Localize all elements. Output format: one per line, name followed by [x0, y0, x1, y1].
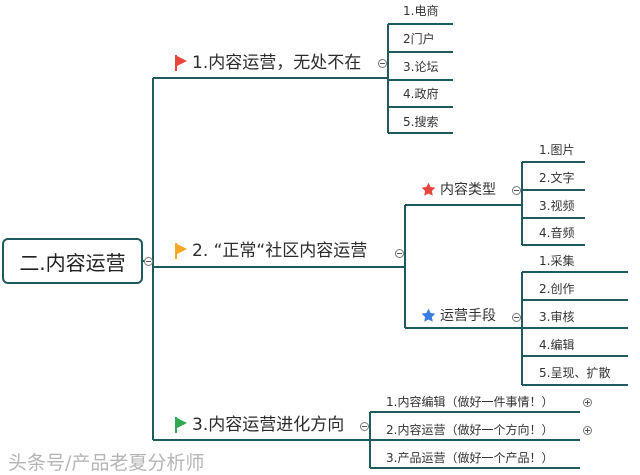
root-label: 二.内容运营	[19, 250, 126, 275]
leaf[interactable]: 2.内容运营（做好一个方向！）	[386, 423, 554, 437]
root-node[interactable]: 二.内容运营	[2, 238, 143, 284]
leaf[interactable]: 2.创作	[539, 282, 575, 296]
leaf[interactable]: 1.采集	[539, 254, 575, 268]
sub-branch-label[interactable]: 内容类型	[440, 182, 496, 198]
collapse-icon[interactable]	[378, 59, 387, 68]
flag-icon	[175, 55, 187, 71]
leaf[interactable]: 3.审核	[539, 310, 575, 324]
leaf[interactable]: 3.视频	[539, 199, 575, 213]
branch-3-label[interactable]: 3.内容运营进化方向	[192, 415, 345, 435]
sub-branch-label[interactable]: 运营手段	[440, 308, 496, 324]
branch-2-label[interactable]: 2. “正常“社区内容运营	[192, 241, 368, 261]
collapse-icon[interactable]	[512, 313, 521, 322]
collapse-icon[interactable]	[360, 422, 369, 431]
branch-1-label[interactable]: 1.内容运营，无处不在	[192, 53, 362, 73]
leaf[interactable]: 1.图片	[539, 143, 575, 157]
leaf[interactable]: 5.呈现、扩散	[539, 366, 611, 380]
flag-icon	[175, 243, 187, 259]
expand-icon[interactable]	[583, 426, 592, 435]
flag-icon	[175, 417, 187, 433]
leaf[interactable]: 1.电商	[403, 4, 439, 18]
star-icon	[421, 308, 436, 322]
collapse-icon[interactable]	[144, 257, 153, 266]
leaf[interactable]: 3.论坛	[403, 60, 439, 74]
leaf[interactable]: 3.产品运营（做好一个产品！）	[386, 451, 554, 465]
leaf[interactable]: 2.文字	[539, 171, 575, 185]
collapse-icon[interactable]	[395, 249, 404, 258]
leaf[interactable]: 4.音频	[539, 226, 575, 240]
leaf[interactable]: 4.政府	[403, 87, 439, 101]
leaf[interactable]: 4.编辑	[539, 338, 575, 352]
leaf[interactable]: 1.内容编辑（做好一件事情！）	[386, 395, 554, 409]
collapse-icon[interactable]	[512, 186, 521, 195]
watermark: 头条号/产品老夏分析师	[8, 452, 205, 474]
leaf[interactable]: 5.搜索	[403, 115, 439, 129]
expand-icon[interactable]	[583, 398, 592, 407]
star-icon	[421, 182, 436, 196]
leaf[interactable]: 2门户	[403, 32, 435, 46]
